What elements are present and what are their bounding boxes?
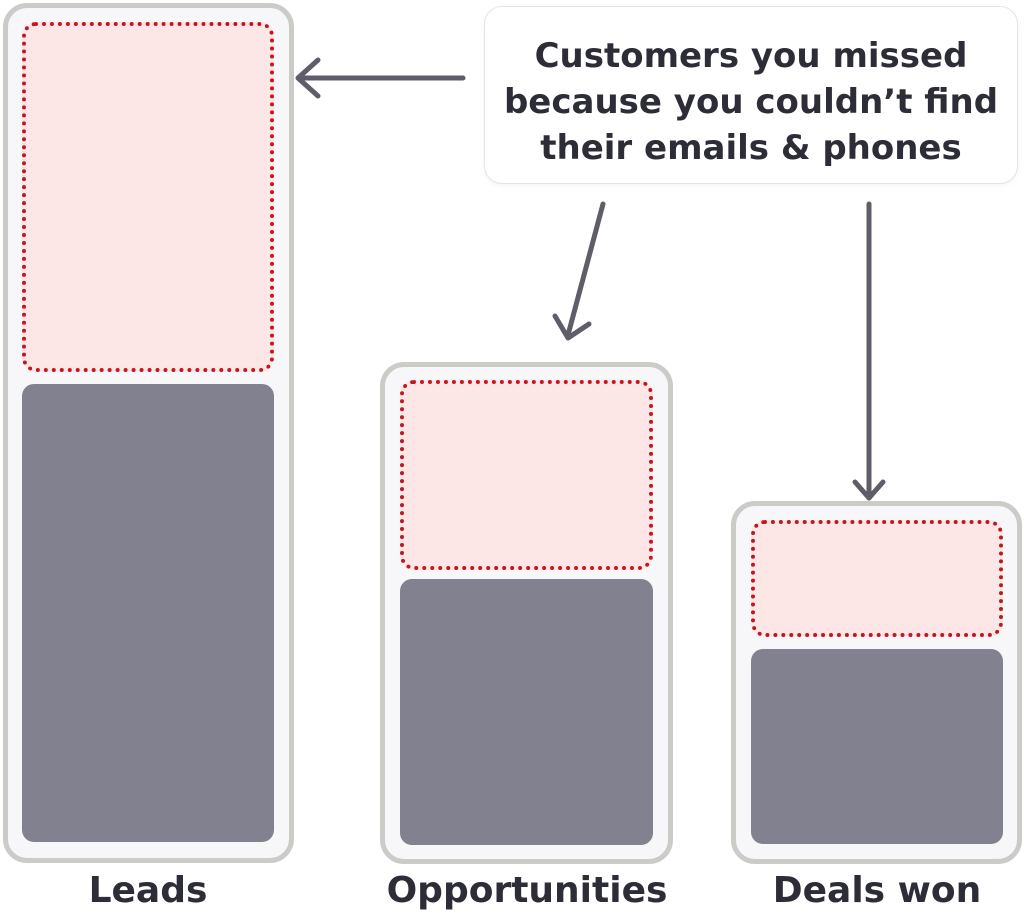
callout-line: because you couldn’t find <box>503 82 999 122</box>
opportunities-captured-segment <box>400 579 653 845</box>
leads-missed-segment <box>22 22 274 372</box>
callout-box: Customers you missed because you couldn’… <box>484 6 1018 184</box>
arrow-left-icon <box>295 57 466 99</box>
leads-label: Leads <box>88 870 208 911</box>
deals-won-captured-segment <box>751 649 1003 844</box>
deals-won-missed-segment <box>751 520 1003 637</box>
opportunities-label: Opportunities <box>386 870 668 911</box>
callout-text: Customers you missed because you couldn’… <box>485 33 1017 171</box>
deals-won-label: Deals won <box>772 870 982 911</box>
leads-captured-segment <box>22 384 274 842</box>
callout-line: Customers you missed <box>534 36 968 76</box>
arrow-down-icon <box>552 201 606 341</box>
arrow-down-icon <box>852 201 886 501</box>
callout-line: their emails & phones <box>540 128 962 168</box>
opportunities-missed-segment <box>400 380 653 570</box>
